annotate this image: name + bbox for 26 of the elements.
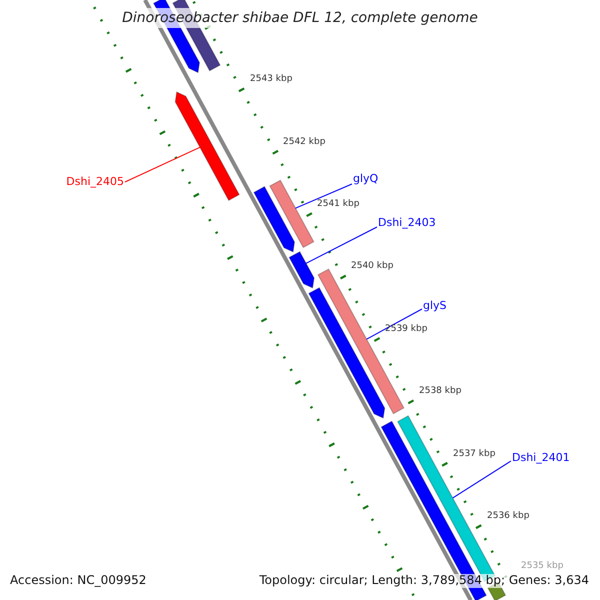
tick-label: 2540 kbp: [351, 261, 394, 272]
leader-line: [452, 460, 512, 498]
tick-label: 2542 kbp: [283, 137, 326, 148]
tick-label: 2537 kbp: [453, 449, 496, 460]
footer-text: Accession: NC_009952: [9, 574, 148, 588]
gene-name: Dshi_2401: [512, 452, 570, 465]
tick-label: 2543 kbp: [250, 74, 292, 84]
gene-feature: [308, 287, 386, 419]
gene-name: Dshi_2403: [378, 217, 436, 230]
leader-line: [306, 226, 378, 264]
gene-name: glyQ: [353, 173, 378, 186]
tick-label: 2541 kbp: [317, 199, 360, 210]
gene-bar: [269, 180, 314, 248]
tick-label: 2538 kbp: [419, 386, 462, 396]
gene-feature: [253, 186, 296, 253]
tick-label: 2535 kbp: [521, 561, 564, 572]
gene-name: Dshi_2405: [66, 176, 124, 189]
leader-line: [366, 308, 422, 340]
footer-text: Topology: circular; Length: 3,789,584 bp; Genes: 3,634: [258, 574, 590, 588]
gene-feature: [174, 91, 240, 202]
tick-label: 2539 kbp: [385, 324, 428, 334]
gene-feature: [288, 251, 315, 289]
tick-label: 2536 kbp: [487, 511, 530, 522]
leader-line: [124, 146, 200, 182]
leader-line: [295, 184, 352, 209]
gene-name: glyS: [423, 300, 447, 313]
